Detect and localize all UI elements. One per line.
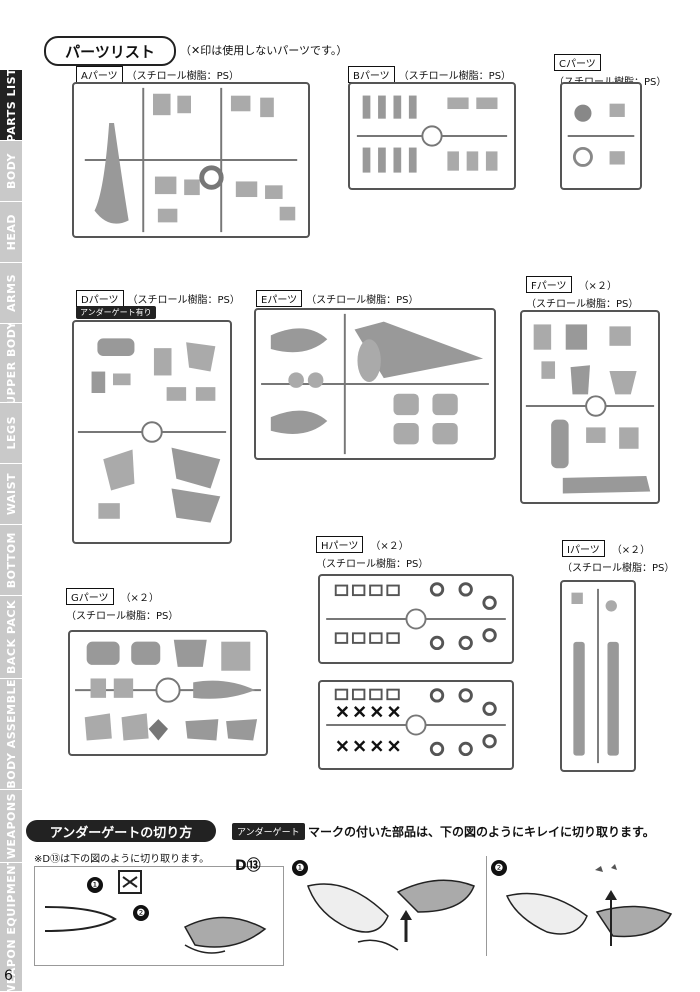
- runner-d: [72, 320, 232, 544]
- sidebar-tab-body-assemble: BODY ASSEMBLE: [0, 679, 22, 790]
- page-number: 6: [4, 968, 13, 984]
- parts-material: （スチロール樹脂：PS）: [306, 295, 419, 306]
- cut-step2-drawing: [505, 864, 673, 946]
- cut-diagram-example: ❶ ❷ D⑬: [34, 858, 284, 966]
- sidebar-tab-waist: WAIST: [0, 464, 22, 525]
- step-2-badge: ❷: [491, 860, 507, 876]
- parts-label-e: Eパーツ（スチロール樹脂：PS）: [256, 290, 419, 307]
- step-badge-1: ❶: [87, 877, 103, 893]
- parts-material: （スチロール樹脂：PS）: [66, 611, 179, 622]
- cut-diagram-step-1: ❶: [288, 856, 484, 956]
- parts-name: Gパーツ: [66, 588, 114, 605]
- sidebar-tab-back-pack: BACK PACK: [0, 596, 22, 679]
- page-subtitle: （✕印は使用しないパーツです。）: [180, 44, 348, 57]
- section-sidebar: PARTS LIST BODY HEAD ARMS UPPER BODY LEG…: [0, 70, 22, 992]
- parts-label-a: Aパーツ（スチロール樹脂：PS）: [76, 66, 239, 83]
- runner-h-1: [318, 574, 514, 664]
- parts-name: Iパーツ: [562, 540, 605, 557]
- parts-label-h: Hパーツ （×２） （スチロール樹脂：PS）: [316, 536, 428, 570]
- runner-b-drawing: [356, 95, 508, 173]
- sidebar-tab-head: HEAD: [0, 202, 22, 263]
- parts-label-g: Gパーツ （×２） （スチロール樹脂：PS）: [66, 588, 178, 622]
- parts-material: （スチロール樹脂：PS）: [562, 563, 675, 574]
- runner-a-drawing: [84, 87, 298, 233]
- parts-name: Cパーツ: [554, 54, 601, 71]
- sidebar-tab-legs: LEGS: [0, 403, 22, 464]
- undergate-cut-header: アンダーゲートの切り方 アンダーゲート マークの付いた部品は、下の図のようにキレ…: [26, 820, 698, 842]
- parts-material: （スチロール樹脂：PS）: [126, 71, 240, 82]
- sidebar-tab-body: BODY: [0, 141, 22, 202]
- undergate-cut-text: マークの付いた部品は、下の図のようにキレイに切り取ります。: [308, 825, 655, 839]
- runner-d-drawing: [77, 338, 227, 523]
- runner-a: [72, 82, 310, 238]
- part-label-d13: D⑬: [235, 858, 261, 874]
- undergate-cut-note: ※D⑬は下の図のように切り取ります。: [34, 854, 210, 865]
- sidebar-tab-upper-body: UPPER BODY: [0, 324, 22, 403]
- runner-c: [560, 82, 642, 190]
- parts-multiplier: （×２）: [578, 281, 617, 292]
- runner-g: [68, 630, 268, 756]
- undergate-tag: アンダーゲート有り: [76, 306, 156, 319]
- parts-label-f: Fパーツ （×２） （スチロール樹脂：PS）: [526, 276, 638, 310]
- cut-diagram-step-2: ❷: [486, 856, 676, 956]
- cut-step1-drawing: [307, 879, 475, 951]
- runner-h-1-drawing: [326, 582, 506, 651]
- runner-e: [254, 308, 496, 460]
- parts-name: Eパーツ: [256, 290, 303, 307]
- parts-name: Fパーツ: [526, 276, 572, 293]
- runner-g-drawing: [75, 639, 261, 741]
- parts-material: （スチロール樹脂：PS）: [316, 559, 429, 570]
- parts-label-d: Dパーツ（スチロール樹脂：PS）: [76, 290, 240, 307]
- runner-e-drawing: [261, 313, 489, 455]
- parts-name: Bパーツ: [348, 66, 395, 83]
- runner-h-2-drawing: [326, 688, 506, 757]
- parts-material: （スチロール樹脂：PS）: [398, 71, 512, 82]
- undergate-cut-title: アンダーゲートの切り方: [26, 820, 216, 842]
- runner-i: [560, 580, 636, 772]
- runner-f: [520, 310, 660, 504]
- cut-example-drawing: [44, 870, 267, 954]
- step-1-badge: ❶: [292, 860, 308, 876]
- runner-i-drawing: [571, 588, 619, 764]
- sidebar-tab-bottom: BOTTOM: [0, 525, 22, 596]
- runner-b: [348, 82, 516, 190]
- runner-h-2: [318, 680, 514, 770]
- sidebar-tab-arms: ARMS: [0, 263, 22, 324]
- parts-name: Aパーツ: [76, 66, 123, 83]
- parts-label-b: Bパーツ（スチロール樹脂：PS）: [348, 66, 511, 83]
- sidebar-tab-parts-list: PARTS LIST: [0, 70, 22, 141]
- parts-multiplier: （×２）: [120, 593, 159, 604]
- parts-material: （スチロール樹脂：PS）: [127, 295, 240, 306]
- parts-label-i: Iパーツ （×２） （スチロール樹脂：PS）: [562, 540, 674, 574]
- parts-name: Hパーツ: [316, 536, 364, 553]
- runner-f-drawing: [525, 324, 655, 494]
- runner-c-drawing: [567, 103, 635, 167]
- sidebar-tab-weapons: WEAPONS: [0, 790, 22, 863]
- page-title: パーツリスト: [44, 36, 176, 66]
- parts-multiplier: （×２）: [370, 541, 409, 552]
- step-badge-2: ❷: [133, 905, 149, 921]
- undergate-cut-tag: アンダーゲート: [232, 823, 305, 840]
- parts-material: （スチロール樹脂：PS）: [526, 299, 639, 310]
- parts-name: Dパーツ: [76, 290, 124, 307]
- parts-multiplier: （×２）: [611, 545, 651, 556]
